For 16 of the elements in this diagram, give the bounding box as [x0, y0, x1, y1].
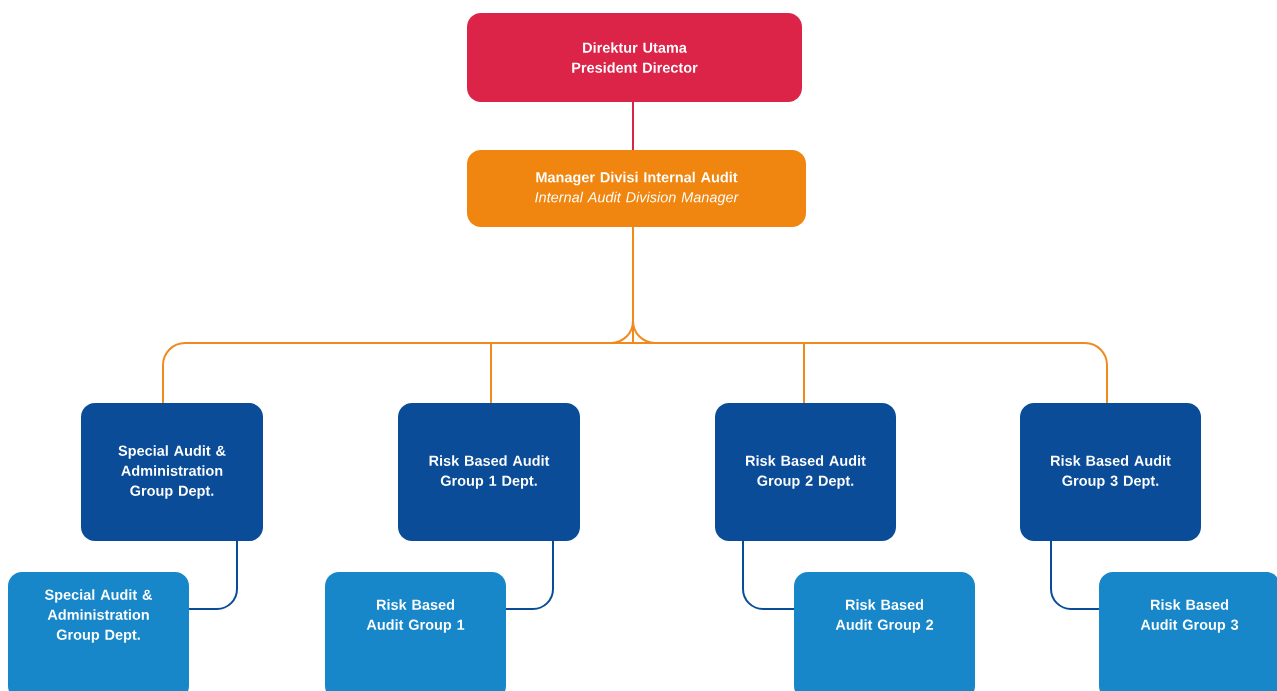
connector-line: [742, 540, 795, 610]
org-box: Risk Based Audit Group 3: [1099, 572, 1277, 691]
connector-line: [1050, 540, 1100, 610]
org-box: Risk Based Audit Group 2: [794, 572, 975, 691]
org-box: Manager Divisi Internal Audit Internal Audit Division Manager: [467, 150, 806, 227]
org-box: Special Audit & Administration Group Dept.: [8, 572, 189, 691]
org-box: Special Audit & Administration Group Dept.: [81, 403, 263, 541]
connector-line: [632, 101, 634, 151]
connector-line: [188, 540, 238, 610]
connector-line: [505, 540, 554, 610]
org-box: Risk Based Audit Group 1 Dept.: [398, 403, 580, 541]
org-box: Direktur Utama President Director: [467, 13, 802, 102]
connector-line: [632, 226, 1108, 404]
org-box: Risk Based Audit Group 3 Dept.: [1020, 403, 1201, 541]
org-box: Risk Based Audit Group 2 Dept.: [715, 403, 896, 541]
org-box: Risk Based Audit Group 1: [325, 572, 506, 691]
